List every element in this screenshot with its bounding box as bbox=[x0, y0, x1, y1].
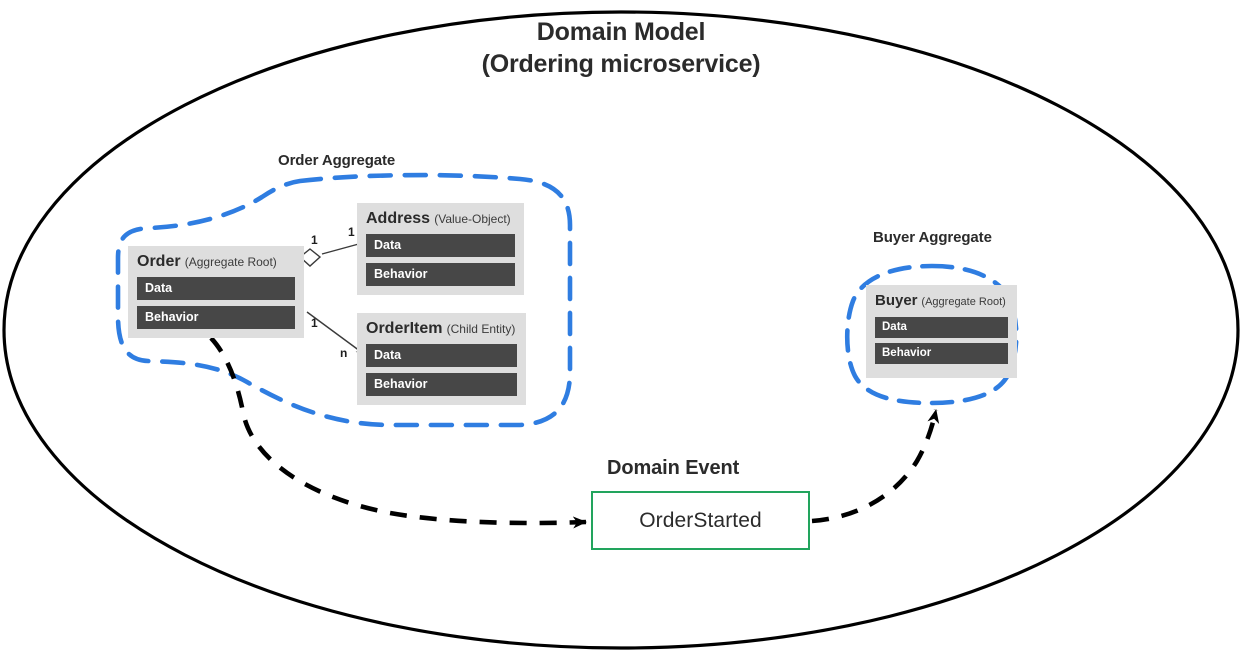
domain-event-label: Domain Event bbox=[607, 457, 740, 479]
entity-stereotype-buyer: (Aggregate Root) bbox=[921, 296, 1006, 308]
entity-card-orderitem[interactable]: OrderItem (Child Entity) Data Behavior bbox=[357, 313, 526, 405]
entity-header-buyer: Buyer (Aggregate Root) bbox=[875, 291, 1008, 312]
entity-name-buyer: Buyer bbox=[875, 292, 918, 309]
page-title: Domain Model (Ordering microservice) bbox=[0, 16, 1242, 80]
entity-row-data: Data bbox=[366, 234, 515, 257]
entity-header-orderitem: OrderItem (Child Entity) bbox=[366, 319, 517, 339]
entity-stereotype-address: (Value-Object) bbox=[434, 212, 511, 226]
flow-domain-event-to-buyer bbox=[811, 409, 940, 524]
domain-event-box[interactable]: OrderStarted bbox=[591, 491, 810, 550]
entity-name-address: Address bbox=[366, 210, 431, 227]
entity-stereotype-orderitem: (Child Entity) bbox=[446, 322, 516, 336]
order-aggregate-label: Order Aggregate bbox=[278, 152, 396, 169]
entity-row-behavior: Behavior bbox=[366, 373, 517, 396]
multiplicity-order-orderitem-source: 1 bbox=[311, 316, 318, 330]
entity-card-address[interactable]: Address (Value-Object) Data Behavior bbox=[357, 203, 524, 295]
entity-card-order[interactable]: Order (Aggregate Root) Data Behavior bbox=[128, 246, 304, 338]
entity-stereotype-order: (Aggregate Root) bbox=[184, 255, 277, 269]
entity-name-orderitem: OrderItem bbox=[366, 320, 443, 337]
entity-row-behavior: Behavior bbox=[875, 343, 1008, 364]
entity-row-data: Data bbox=[366, 344, 517, 367]
title-line-1: Domain Model bbox=[536, 18, 706, 46]
multiplicity-order-address-target: 1 bbox=[348, 225, 355, 239]
multiplicity-order-address-source: 1 bbox=[311, 233, 318, 247]
multiplicity-order-orderitem-target: n bbox=[340, 346, 348, 360]
title-line-2: (Ordering microservice) bbox=[481, 50, 761, 78]
entity-name-order: Order bbox=[137, 253, 181, 270]
entity-row-data: Data bbox=[875, 317, 1008, 338]
entity-card-buyer[interactable]: Buyer (Aggregate Root) Data Behavior bbox=[866, 285, 1017, 378]
entity-row-behavior: Behavior bbox=[137, 306, 295, 329]
buyer-aggregate-label: Buyer Aggregate bbox=[873, 229, 992, 246]
entity-header-order: Order (Aggregate Root) bbox=[137, 252, 295, 272]
entity-row-data: Data bbox=[137, 277, 295, 300]
domain-event-name: OrderStarted bbox=[639, 508, 762, 532]
entity-row-behavior: Behavior bbox=[366, 263, 515, 286]
entity-header-address: Address (Value-Object) bbox=[366, 209, 515, 229]
